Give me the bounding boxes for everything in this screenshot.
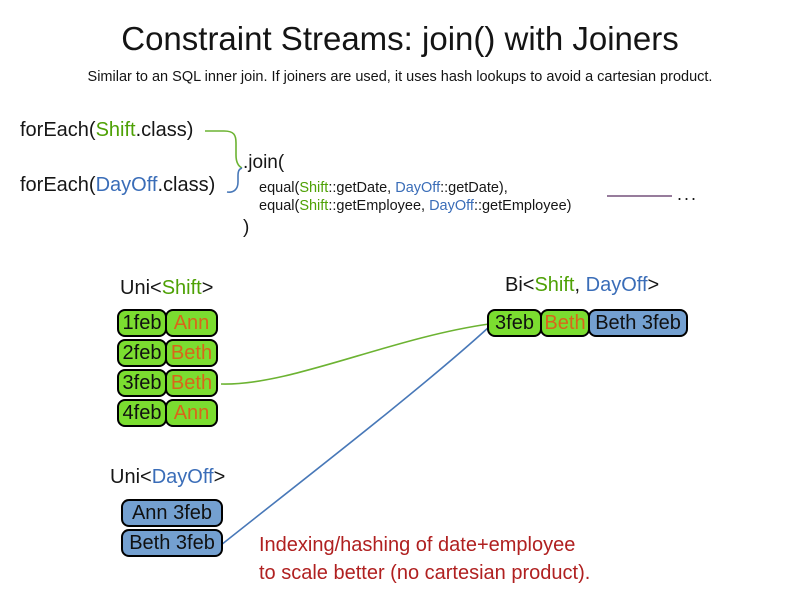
- annotation-line-2: to scale better (no cartesian product).: [259, 562, 591, 584]
- shift-date-cell: 2feb: [117, 339, 167, 367]
- code-text: equal(: [259, 180, 300, 196]
- uni-dayoff-label: Uni<DayOff>: [110, 466, 225, 489]
- code-foreach-shift: forEach(Shift.class): [20, 119, 193, 142]
- label-text: >: [213, 466, 226, 488]
- bi-shift-employee-cell: Beth: [540, 309, 590, 337]
- label-dayoff-type: DayOff: [151, 466, 214, 488]
- code-join-close: ): [243, 217, 250, 238]
- uni-dayoff-table: Ann 3feb Beth 3feb: [121, 499, 223, 557]
- code-shift-ref: Shift: [299, 198, 329, 214]
- slide-subtitle: Similar to an SQL inner join. If joiners…: [87, 69, 713, 85]
- shift-date-cell: 3feb: [117, 369, 167, 397]
- shift-employee-cell: Ann: [165, 309, 218, 337]
- bi-dayoff-cell: Beth 3feb: [588, 309, 688, 337]
- shift-employee-cell: Beth: [165, 369, 218, 397]
- code-joiner-employee: equal(Shift::getEmployee, DayOff::getEmp…: [259, 198, 571, 214]
- shift-employee-cell: Ann: [165, 399, 218, 427]
- table-row: Ann 3feb: [121, 499, 223, 527]
- code-text: equal(: [259, 198, 300, 214]
- label-text: Uni<: [110, 466, 152, 488]
- label-shift-type: Shift: [534, 274, 575, 296]
- shift-employee-cell: Beth: [165, 339, 218, 367]
- code-shift-ref: Shift: [299, 180, 329, 196]
- code-text: ::getDate,: [328, 180, 396, 196]
- label-text: Bi<: [505, 274, 535, 296]
- dayoff-cell: Ann 3feb: [121, 499, 223, 527]
- shift-to-bi-connector: [220, 323, 490, 385]
- dayoff-cell: Beth 3feb: [121, 529, 223, 557]
- code-text: ::getEmployee): [473, 198, 572, 214]
- code-joiner-date: equal(Shift::getDate, DayOff::getDate),: [259, 180, 508, 196]
- code-foreach-dayoff: forEach(DayOff.class): [20, 174, 215, 197]
- code-text: ::getEmployee,: [328, 198, 430, 214]
- bi-row: 3feb Beth Beth 3feb: [487, 309, 688, 337]
- table-row: 4feb Ann: [117, 399, 218, 427]
- code-dayoff-ref: DayOff: [429, 198, 474, 214]
- code-join-open: .join(: [243, 152, 285, 173]
- bi-shift-date-cell: 3feb: [487, 309, 542, 337]
- brace-green-path: [205, 130, 243, 169]
- annotation-line-1: Indexing/hashing of date+employee: [259, 534, 576, 556]
- table-row: 2feb Beth: [117, 339, 218, 367]
- label-text: ,: [574, 274, 586, 296]
- code-text: .class): [135, 119, 194, 141]
- bi-table: 3feb Beth Beth 3feb: [487, 309, 688, 337]
- code-text: forEach(: [20, 119, 96, 141]
- code-shift-class: Shift: [95, 119, 136, 141]
- label-text: >: [201, 277, 214, 299]
- label-shift-type: Shift: [161, 277, 202, 299]
- uni-shift-label: Uni<Shift>: [120, 277, 213, 300]
- shift-date-cell: 1feb: [117, 309, 167, 337]
- slide-title: Constraint Streams: join() with Joiners: [121, 20, 679, 57]
- code-dayoff-class: DayOff: [95, 174, 158, 196]
- label-text: Uni<: [120, 277, 162, 299]
- continuation-ellipsis: ...: [677, 184, 699, 204]
- shift-date-cell: 4feb: [117, 399, 167, 427]
- code-text: ::getDate),: [440, 180, 508, 196]
- table-row: Beth 3feb: [121, 529, 223, 557]
- code-text: forEach(: [20, 174, 96, 196]
- code-text: .class): [157, 174, 216, 196]
- annotation-text: Indexing/hashing of date+employee to sca…: [259, 531, 590, 587]
- table-row: 3feb Beth: [117, 369, 218, 397]
- brace-blue-path: [226, 167, 243, 193]
- bi-label: Bi<Shift, DayOff>: [505, 274, 659, 297]
- dayoff-to-bi-connector: [220, 326, 490, 546]
- table-row: 1feb Ann: [117, 309, 218, 337]
- label-dayoff-type: DayOff: [585, 274, 648, 296]
- code-dayoff-ref: DayOff: [395, 180, 441, 196]
- uni-shift-table: 1feb Ann 2feb Beth 3feb Beth 4feb Ann: [117, 309, 218, 427]
- label-text: >: [647, 274, 660, 296]
